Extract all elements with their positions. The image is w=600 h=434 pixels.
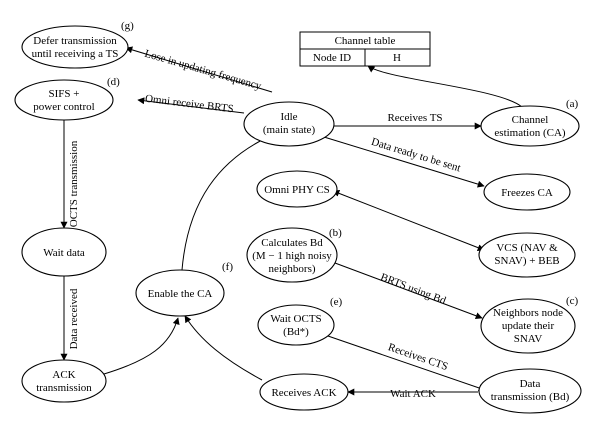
node-channel-line1: Channel bbox=[512, 114, 549, 126]
node-calc-line3: neighbors) bbox=[268, 263, 315, 275]
node-ack-line1: ACK bbox=[52, 369, 75, 381]
node-data-transmission: Data transmission (Bd) bbox=[478, 368, 582, 414]
node-idle-line2: (main state) bbox=[263, 124, 316, 136]
node-waitocts-line2: (Bd*) bbox=[283, 326, 309, 338]
channel-table: Channel table Node ID H bbox=[299, 31, 431, 67]
node-idle-line1: Idle bbox=[280, 111, 297, 123]
edge-label-data-received: Data received bbox=[68, 288, 80, 349]
edge-waitocts-to-datatx bbox=[327, 335, 486, 392]
node-omni-phy-cs: Omni PHY CS bbox=[256, 170, 338, 208]
channel-table-col-nodeid: Node ID bbox=[313, 52, 351, 64]
edge-ack-to-enable bbox=[103, 317, 180, 375]
edge-omniphy-vcs bbox=[332, 190, 485, 251]
node-calc-tag: (b) bbox=[329, 227, 342, 239]
node-neighbors-tag: (c) bbox=[566, 295, 579, 307]
node-channel-line2: estimation (CA) bbox=[494, 127, 566, 139]
node-recvack-line1: Receives ACK bbox=[271, 387, 336, 399]
node-defer-line2: until receiving a TS bbox=[32, 48, 119, 60]
edge-enable-to-idle bbox=[181, 136, 269, 271]
node-ack-transmission: ACK transmission bbox=[21, 359, 107, 403]
node-enable-tag: (f) bbox=[222, 261, 233, 273]
edge-label-brts-bd: BRTS using Bd bbox=[379, 271, 448, 307]
node-enable-ca: Enable the CA (f) bbox=[135, 261, 233, 317]
edges: Lose in updating frequency Omni receive … bbox=[60, 46, 523, 400]
node-waitocts-line1: Wait OCTS bbox=[270, 313, 321, 325]
node-neighbors-line2: update their bbox=[502, 320, 555, 332]
edge-label-wait-ack: Wait ACK bbox=[390, 388, 436, 400]
node-vcs-line1: VCS (NAV & bbox=[496, 242, 558, 254]
node-calc-line2: (M − 1 high noisy bbox=[252, 250, 332, 262]
node-vcs: VCS (NAV & SNAV) + BEB bbox=[478, 232, 576, 278]
node-vcs-line2: SNAV) + BEB bbox=[494, 255, 559, 267]
edge-recvack-to-enable bbox=[184, 315, 263, 381]
edge-label-lose: Lose in updating frequency bbox=[143, 48, 263, 93]
node-sifs-tag: (d) bbox=[107, 76, 120, 88]
channel-table-col-h: H bbox=[393, 52, 401, 64]
node-enable-line1: Enable the CA bbox=[148, 288, 213, 300]
node-calculates-bd: Calculates Bd (M − 1 high noisy neighbor… bbox=[246, 227, 342, 283]
edge-idle-to-sifs bbox=[137, 97, 245, 114]
node-idle: Idle (main state) bbox=[243, 101, 335, 147]
node-ack-line2: transmission bbox=[36, 382, 92, 394]
edge-label-receives-cts: Receives CTS bbox=[386, 341, 449, 373]
node-neighbors-line1: Neighbors node bbox=[493, 307, 563, 319]
edge-calc-to-neighbors bbox=[334, 262, 483, 320]
node-waitdata-line1: Wait data bbox=[43, 247, 85, 259]
node-sifs-line2: power control bbox=[33, 101, 94, 113]
node-neighbors-line3: SNAV bbox=[514, 333, 543, 345]
node-freezes-line1: Freezes CA bbox=[501, 187, 553, 199]
node-waitocts-tag: (e) bbox=[330, 296, 343, 308]
node-defer-transmission: Defer transmission until receiving a TS … bbox=[21, 20, 134, 69]
node-neighbors-update: Neighbors node update their SNAV (c) bbox=[480, 295, 579, 354]
edge-label-omni-brts: Omni receive BRTS bbox=[144, 93, 234, 116]
node-defer-line1: Defer transmission bbox=[33, 35, 117, 47]
node-channel-tag: (a) bbox=[566, 98, 579, 110]
node-defer-tag: (g) bbox=[121, 20, 134, 32]
node-wait-octs: Wait OCTS (Bd*) (e) bbox=[257, 296, 343, 346]
node-freezes-ca: Freezes CA bbox=[483, 173, 571, 211]
edge-label-octs-tx: OCTS transmission bbox=[68, 140, 80, 227]
edge-label-receives-ts: Receives TS bbox=[387, 112, 442, 124]
edge-idle-to-freezes bbox=[323, 136, 485, 188]
edge-idle-to-defer bbox=[125, 46, 273, 93]
node-datatx-line2: transmission (Bd) bbox=[491, 391, 570, 403]
node-wait-data: Wait data bbox=[21, 227, 107, 277]
channel-table-title: Channel table bbox=[335, 35, 396, 47]
node-receives-ack: Receives ACK bbox=[259, 373, 349, 411]
node-channel-estimation: Channel estimation (CA) (a) bbox=[480, 98, 580, 147]
node-datatx-line1: Data bbox=[520, 378, 541, 390]
node-sifs-power-control: SIFS + power control (d) bbox=[14, 76, 120, 121]
node-sifs-line1: SIFS + bbox=[49, 88, 80, 100]
node-omniphy-line1: Omni PHY CS bbox=[264, 184, 330, 196]
node-calc-line1: Calculates Bd bbox=[261, 237, 323, 249]
edge-channel-to-table bbox=[367, 65, 523, 108]
